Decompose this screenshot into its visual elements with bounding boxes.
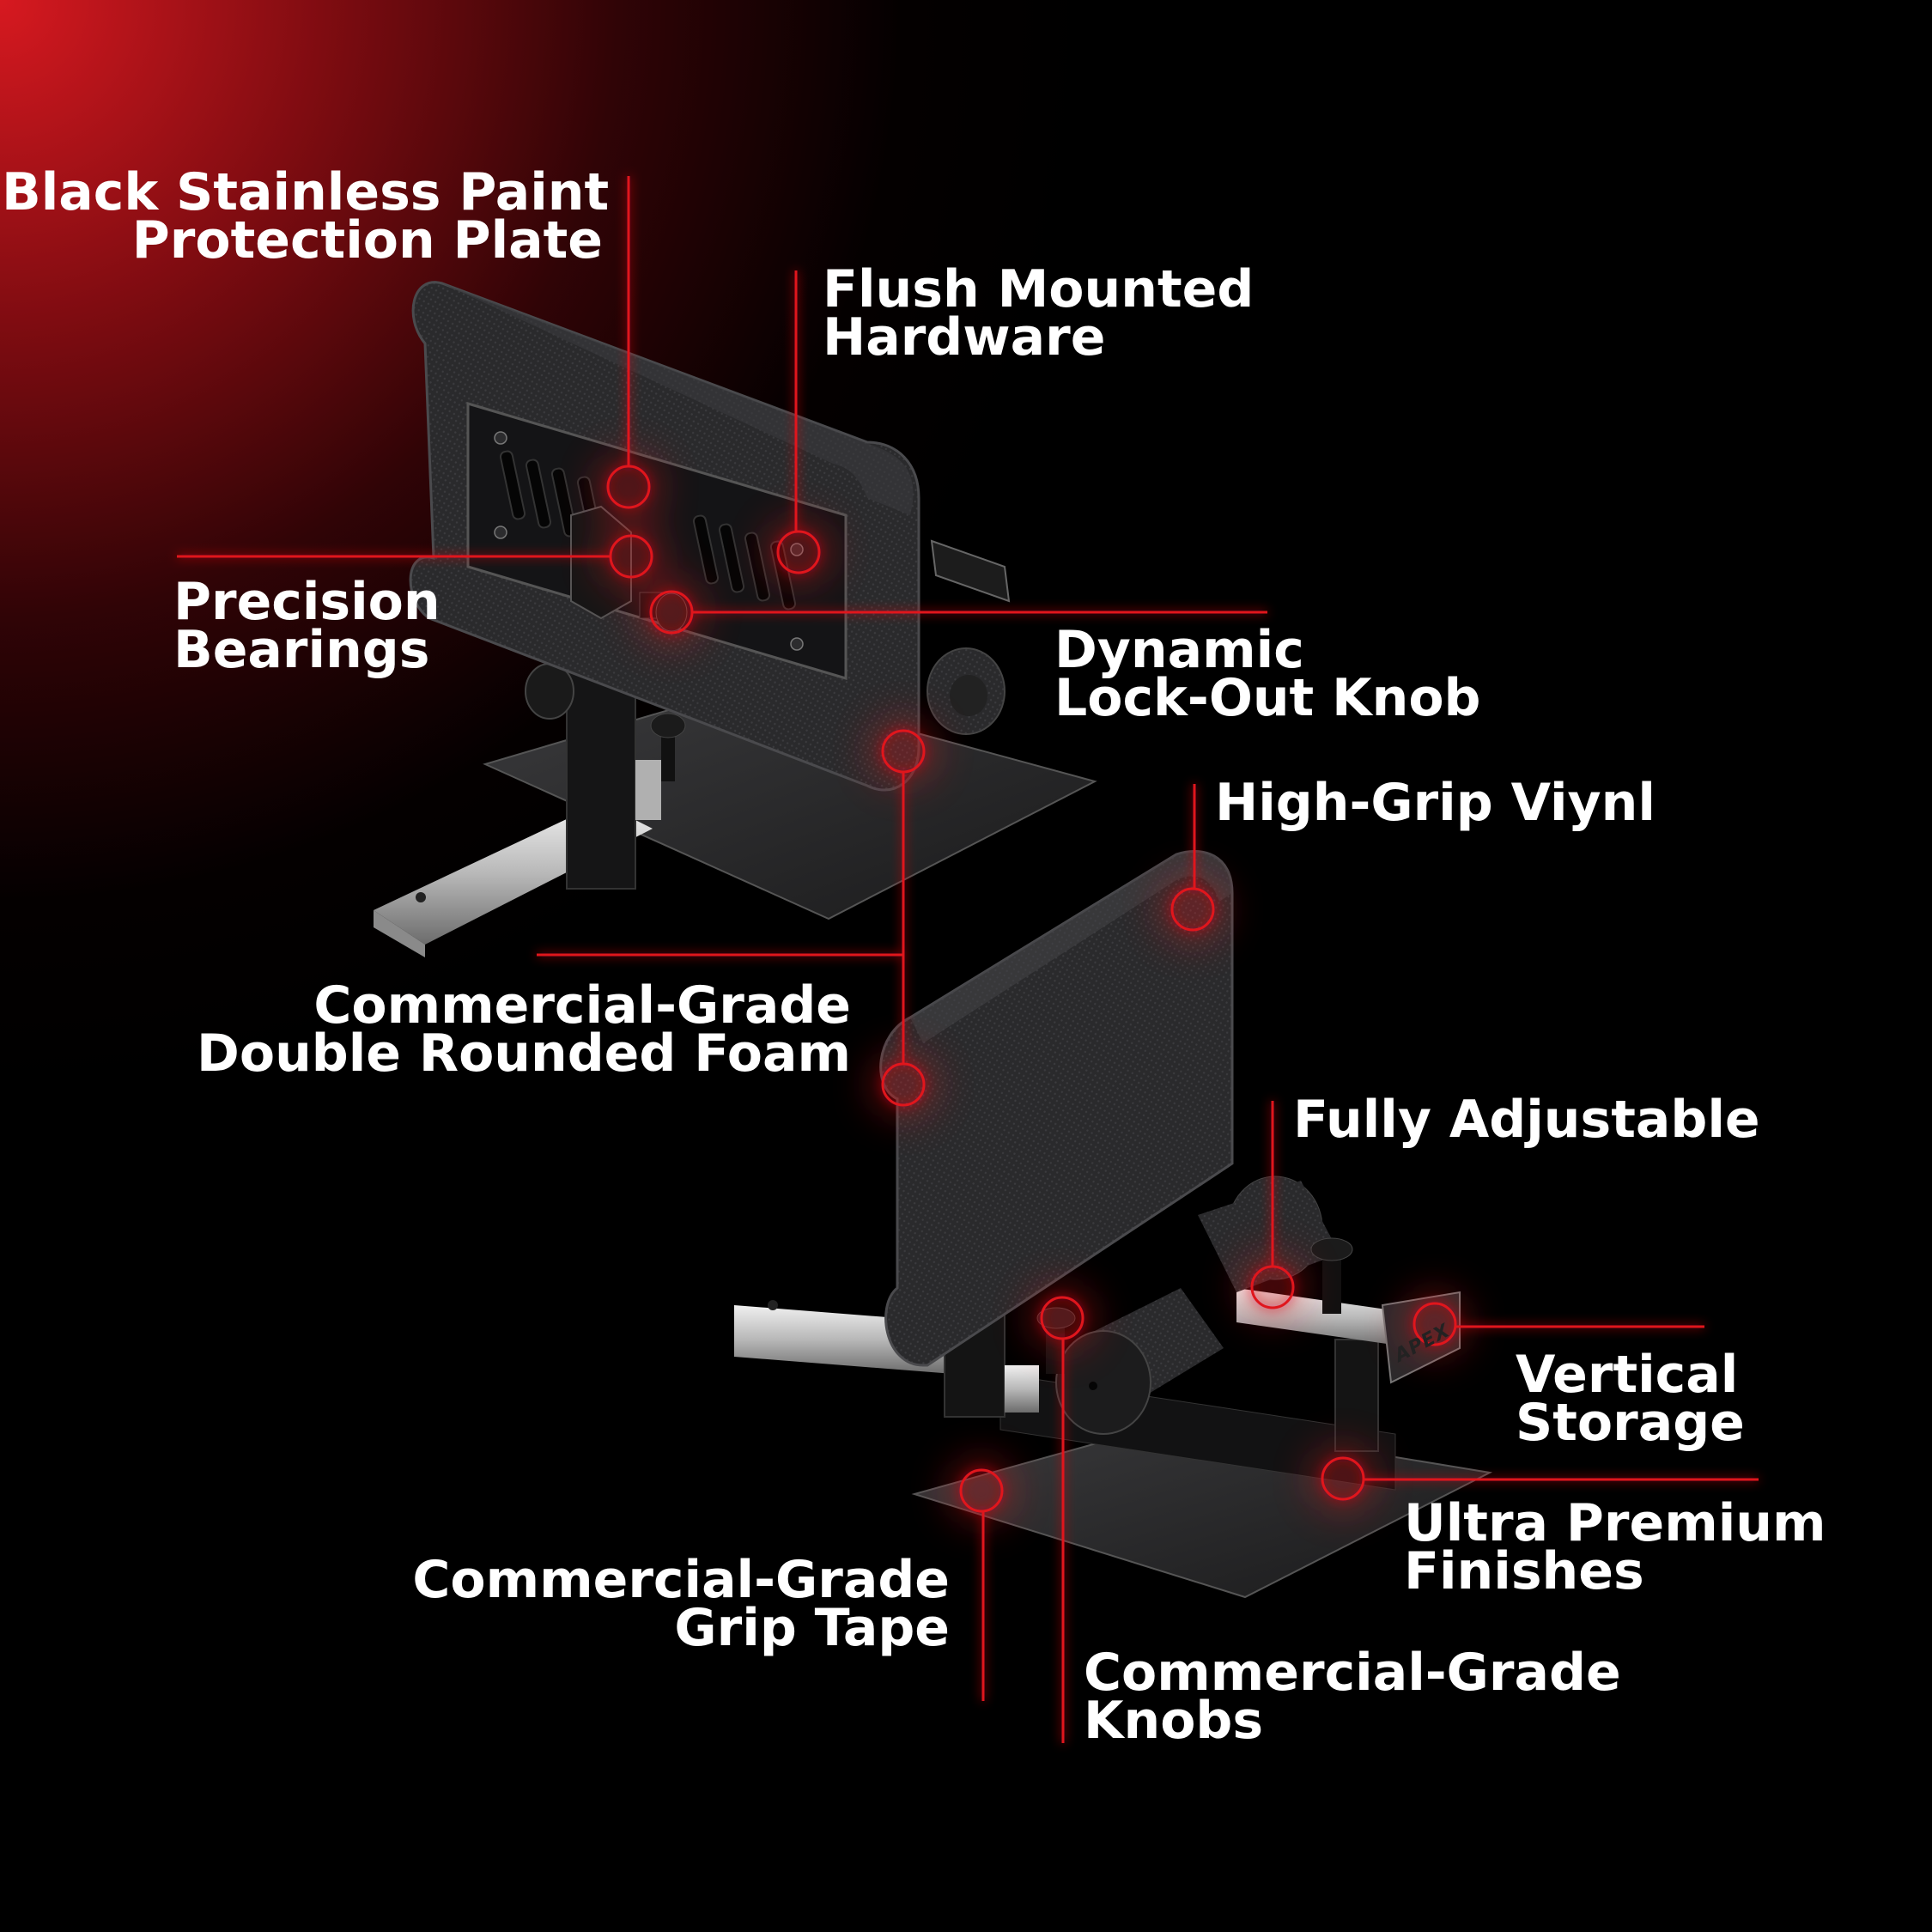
top-base-plate: [483, 685, 1097, 920]
marker-grip-tape: [959, 1468, 1004, 1513]
callout-text: Grip Tape: [674, 1598, 950, 1658]
callout-precision-bearings: Precision Bearings: [173, 572, 440, 680]
callout-text: Hardware: [823, 307, 1106, 368]
callout-protection-plate: Black Stainless Paint Protection Plate: [2, 162, 610, 270]
callout-text: Fully Adjustable: [1293, 1090, 1760, 1150]
callout-commercial-knobs: Commercial-Grade Knobs: [1084, 1643, 1621, 1751]
marker-high-grip-vinyl: [1170, 887, 1215, 932]
callout-text: Black Stainless Paint: [2, 162, 610, 222]
callout-text: Precision: [173, 572, 440, 632]
callout-text: Protection Plate: [131, 210, 603, 270]
marker-lockout-knob: [649, 590, 694, 635]
top-rig: [374, 281, 1097, 957]
callout-text: Dynamic: [1054, 620, 1304, 680]
callout-double-rounded-foam: Commercial-Grade Double Rounded Foam: [164, 975, 851, 1084]
callout-high-grip-vinyl: High-Grip Viynl: [1215, 773, 1656, 833]
callout-text: Bearings: [173, 620, 430, 680]
callout-vertical-storage: Vertical Storage: [1516, 1345, 1745, 1453]
callout-text: Double Rounded Foam: [197, 1024, 851, 1084]
marker-fully-adjustable: [1250, 1265, 1295, 1309]
callout-text: Lock-Out Knob: [1054, 668, 1481, 728]
callout-text: Finishes: [1404, 1541, 1644, 1601]
callout-text: Commercial-Grade: [412, 1550, 950, 1610]
callout-text: Knobs: [1084, 1691, 1264, 1751]
marker-precision-bearings: [609, 534, 653, 579]
callout-fully-adjustable: Fully Adjustable: [1293, 1090, 1760, 1150]
callout-text: Commercial-Grade: [313, 975, 851, 1036]
callout-leaders: [177, 176, 1759, 1743]
marker-foam-lower: [881, 1062, 926, 1107]
callout-lockout-knob: Dynamic Lock-Out Knob: [1054, 620, 1481, 728]
callout-text: Flush Mounted: [823, 259, 1255, 319]
marker-vertical-storage: [1413, 1302, 1457, 1346]
callout-text: Commercial-Grade: [1084, 1643, 1621, 1703]
callout-flush-hardware: Flush Mounted Hardware: [823, 259, 1255, 368]
callout-text: Vertical: [1516, 1345, 1739, 1405]
callout-glows: [594, 453, 1469, 1525]
marker-flush-hardware: [776, 530, 821, 574]
callout-text: High-Grip Viynl: [1215, 773, 1656, 833]
callout-text: Ultra Premium: [1404, 1493, 1826, 1553]
callout-text: Storage: [1516, 1393, 1745, 1453]
callout-ultra-premium-finishes: Ultra Premium Finishes: [1404, 1493, 1826, 1601]
marker-protection-plate: [606, 465, 651, 509]
callout-grip-tape: Commercial-Grade Grip Tape: [349, 1550, 950, 1658]
